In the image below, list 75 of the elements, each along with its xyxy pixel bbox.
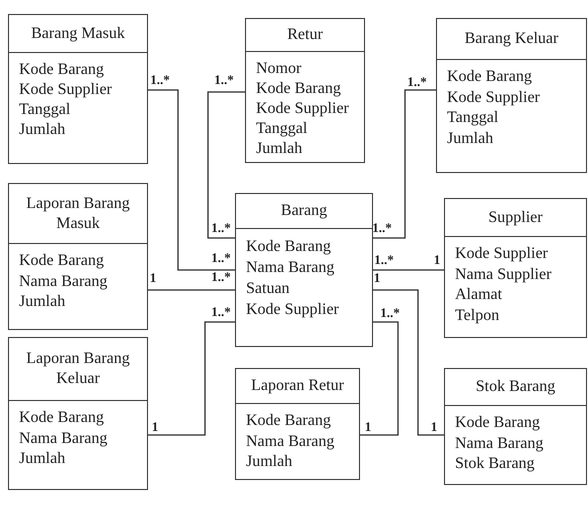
attribute-text: Kode Barang <box>447 67 532 87</box>
association-line <box>373 289 444 436</box>
attribute-text: Tanggal <box>447 108 498 128</box>
attribute-text: Kode Barang <box>246 411 331 431</box>
class-name: Barang <box>280 201 328 221</box>
multiplicity-label: 1 <box>152 420 158 434</box>
class-name: Barang Keluar <box>464 29 558 49</box>
multiplicity-label: 1..* <box>211 251 231 265</box>
multiplicity-label: 1..* <box>380 306 400 320</box>
multiplicity-label: 1..* <box>150 73 170 87</box>
class-name: Stok Barang <box>476 377 556 397</box>
attribute-text: Kode Supplier <box>246 300 339 320</box>
class-box <box>245 18 365 163</box>
association-line <box>360 321 399 436</box>
attribute-text: Jumlah <box>246 452 292 472</box>
class-box <box>444 368 587 485</box>
attribute-text: Kode Barang <box>455 413 540 433</box>
class-box <box>436 18 587 173</box>
attribute-text: Tanggal <box>256 119 308 139</box>
multiplicity-label: 1 <box>374 271 380 285</box>
association-line <box>148 89 235 271</box>
class-box <box>235 193 373 347</box>
class-box <box>235 368 360 480</box>
attribute-text: Alamat <box>455 285 502 305</box>
association-line <box>373 269 444 271</box>
multiplicity-label: 1..* <box>211 221 231 235</box>
multiplicity-label: 1 <box>430 420 438 434</box>
multiplicity-label: 1..* <box>374 253 394 267</box>
class-name: Laporan Barang Masuk <box>25 194 131 234</box>
class-name: Laporan Retur <box>251 376 344 396</box>
class-name: Laporan Barang Keluar <box>25 349 131 389</box>
association-line <box>207 91 245 239</box>
attribute-text: Kode Supplier <box>19 80 112 100</box>
attribute-text: Jumlah <box>256 139 302 159</box>
attribute-text: Kode Barang <box>19 251 104 271</box>
multiplicity-label: 1..* <box>372 221 392 235</box>
multiplicity-label: 1..* <box>214 73 234 87</box>
association-line <box>148 321 235 436</box>
multiplicity-label: 1 <box>150 271 156 285</box>
attribute-text: Nomor <box>256 59 302 79</box>
attribute-text: Kode Supplier <box>256 99 349 119</box>
attribute-text: Nama Barang <box>455 434 544 454</box>
multiplicity-label: 1..* <box>407 75 427 89</box>
attribute-text: Stok Barang <box>455 454 535 474</box>
attribute-text: Kode Barang <box>19 408 104 428</box>
class-box <box>8 337 148 490</box>
attribute-text: Kode Supplier <box>455 244 548 264</box>
attribute-text: Jumlah <box>19 449 66 469</box>
attribute-text: Satuan <box>246 279 290 299</box>
multiplicity-label: 1..* <box>211 270 231 284</box>
multiplicity-label: 1 <box>434 253 440 267</box>
association-line <box>373 89 436 239</box>
association-line <box>148 289 235 291</box>
attribute-text: Nama Barang <box>246 432 334 452</box>
class-name: Retur <box>287 25 323 45</box>
attribute-text: Nama Barang <box>19 428 108 448</box>
attribute-text: Tanggal <box>19 100 70 120</box>
attribute-text: Kode Barang <box>246 237 331 257</box>
attribute-text: Jumlah <box>19 120 66 140</box>
attribute-text: Nama Supplier <box>455 264 552 284</box>
attribute-text: Jumlah <box>447 128 494 148</box>
class-box <box>444 198 587 338</box>
attribute-text: Kode Barang <box>19 60 104 80</box>
attribute-text: Kode Barang <box>256 79 341 99</box>
multiplicity-label: 1 <box>364 420 372 434</box>
attribute-text: Kode Supplier <box>447 88 540 108</box>
class-box <box>8 183 148 330</box>
attribute-text: Nama Barang <box>19 272 108 292</box>
class-name: Barang Masuk <box>31 24 125 44</box>
multiplicity-label: 1..* <box>211 305 231 319</box>
attribute-text: Jumlah <box>19 292 66 312</box>
class-name: Supplier <box>488 208 543 228</box>
attribute-text: Nama Barang <box>246 258 334 278</box>
attribute-text: Telpon <box>455 306 500 326</box>
class-box <box>8 14 148 164</box>
